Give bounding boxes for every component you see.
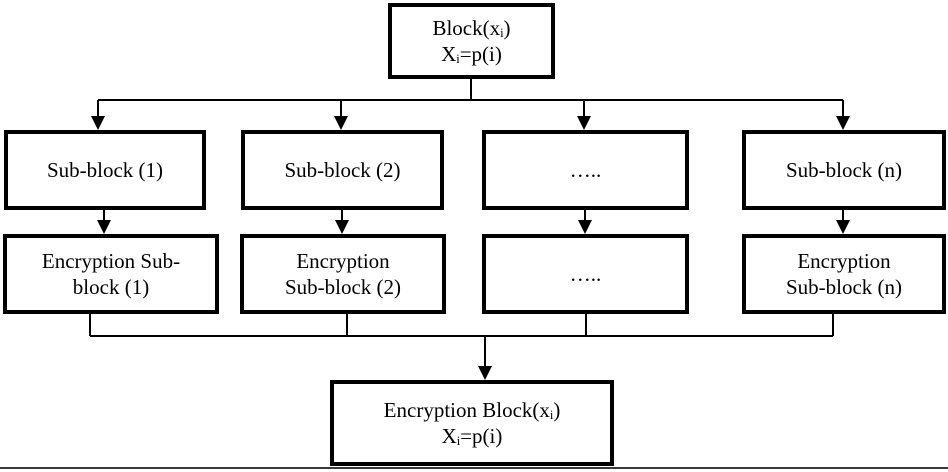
node-label: ….. (569, 261, 602, 286)
connector-path-group (89, 78, 844, 368)
node-label: ….. (569, 157, 602, 182)
arrowhead-group (91, 116, 850, 380)
arrow-down-icon (91, 116, 105, 130)
node-encryption-block-xi: Encryption Block(xᵢ) Xᵢ=p(i) (330, 380, 614, 466)
arrow-down-icon (478, 366, 492, 380)
arrow-down-icon (335, 220, 349, 234)
arrow-down-icon (836, 220, 850, 234)
node-encryption-sub-block-1: Encryption Sub- block (1) (3, 234, 219, 314)
bottom-divider (0, 467, 948, 469)
node-label: Encryption (296, 248, 390, 273)
node-label: Xᵢ=p(i) (441, 424, 503, 448)
node-label: Sub-block (2) (284, 275, 402, 299)
node-sub-block-1: Sub-block (1) (4, 130, 206, 210)
node-label: Block(xᵢ) (432, 15, 511, 40)
node-label: Sub-block (n) (785, 157, 903, 182)
node-sub-block-ellipsis: ….. (482, 130, 689, 210)
node-label: Xᵢ=p(i) (441, 42, 502, 66)
node-label: Sub-block (n) (785, 275, 903, 299)
arrow-down-icon (97, 220, 111, 234)
node-label: Encryption Sub- (41, 248, 181, 273)
arrow-down-icon (577, 116, 591, 130)
arrow-down-icon (334, 116, 348, 130)
node-label: Sub-block (1) (46, 157, 164, 182)
node-label: block (1) (72, 275, 150, 299)
node-label: Sub-block (2) (284, 157, 401, 182)
arrow-down-icon (836, 116, 850, 130)
arrow-down-icon (578, 220, 592, 234)
node-sub-block-n: Sub-block (n) (742, 130, 946, 210)
node-encryption-sub-block-n: Encryption Sub-block (n) (742, 234, 946, 314)
node-encryption-sub-block-ellipsis: ….. (482, 234, 689, 314)
node-block-xi: Block(xᵢ) Xᵢ=p(i) (388, 3, 555, 79)
node-encryption-sub-block-2: Encryption Sub-block (2) (240, 234, 446, 314)
node-label: Encryption (797, 248, 891, 273)
node-label: Encryption Block(xᵢ) (383, 397, 561, 422)
node-sub-block-2: Sub-block (2) (241, 130, 444, 210)
